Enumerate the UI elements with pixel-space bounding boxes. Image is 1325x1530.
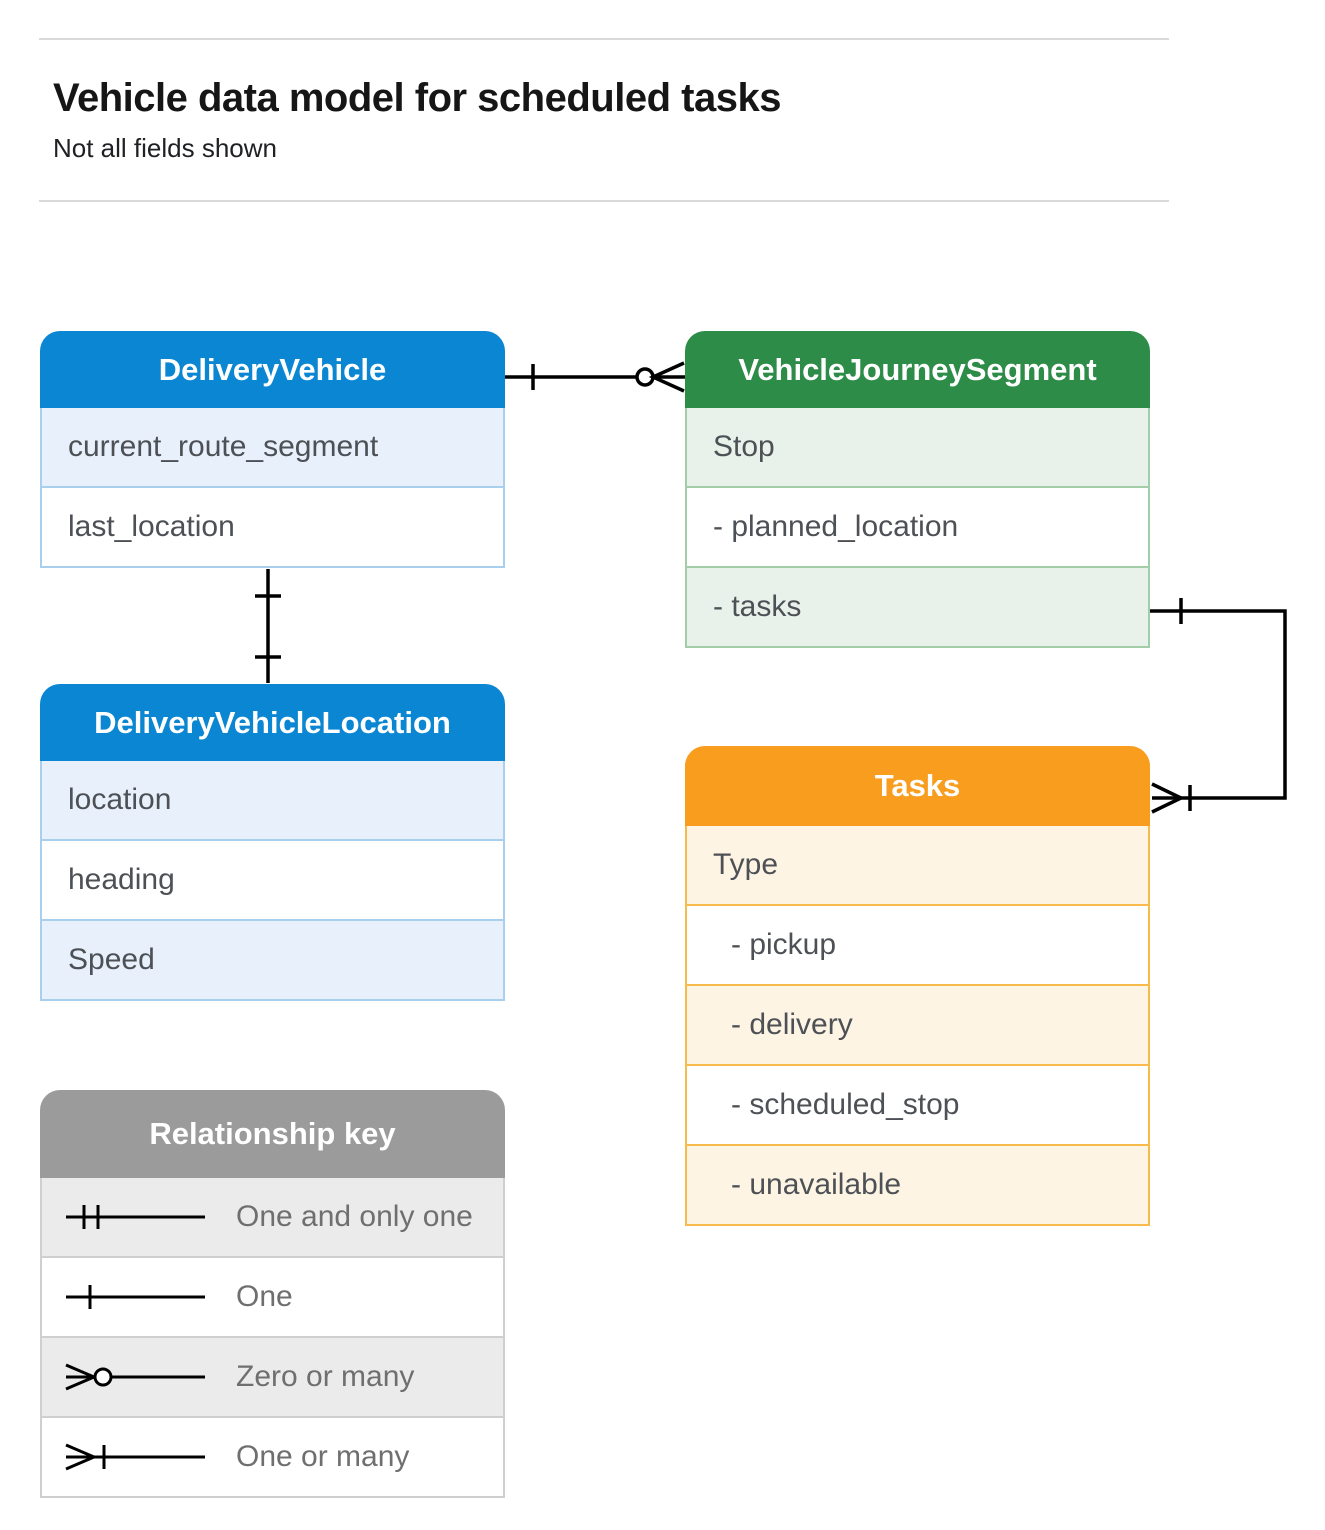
key-row-zero-or-many: Zero or many xyxy=(42,1336,503,1416)
field-heading: heading xyxy=(42,839,503,919)
field-current-route-segment: current_route_segment xyxy=(42,408,503,486)
field-speed: Speed xyxy=(42,919,503,999)
page-title: Vehicle data model for scheduled tasks xyxy=(53,76,781,120)
entity-delivery-vehicle-location: DeliveryVehicleLocation location heading… xyxy=(40,684,505,1001)
field-delivery: - delivery xyxy=(687,984,1148,1064)
key-label: One or many xyxy=(236,1440,410,1473)
entity-tasks-title: Tasks xyxy=(685,746,1150,826)
key-label: One xyxy=(236,1280,293,1313)
connector-vehiclejourneysegment-tasks xyxy=(1150,598,1287,814)
key-row-one-and-only-one: One and only one xyxy=(42,1178,503,1256)
connector-deliveryvehicle-vehiclejourneysegment xyxy=(505,361,685,393)
field-tasks: - tasks xyxy=(687,566,1148,646)
field-location: location xyxy=(42,761,503,839)
one-symbol-icon xyxy=(66,1285,205,1309)
entity-delivery-vehicle: DeliveryVehicle current_route_segment la… xyxy=(40,331,505,568)
page-subtitle: Not all fields shown xyxy=(53,133,277,163)
relationship-key: Relationship key One and only one One xyxy=(40,1090,505,1498)
entity-vehicle-journey-segment-title: VehicleJourneySegment xyxy=(685,331,1150,408)
one-or-many-symbol-icon xyxy=(65,1443,205,1471)
header-divider-line xyxy=(39,200,1169,202)
entity-vehicle-journey-segment: VehicleJourneySegment Stop - planned_loc… xyxy=(685,331,1150,648)
top-divider-line xyxy=(39,38,1169,40)
entity-delivery-vehicle-location-fields: location heading Speed xyxy=(40,761,505,1001)
relationship-key-rows: One and only one One Zero or many On xyxy=(40,1178,505,1498)
key-row-one-or-many: One or many xyxy=(42,1416,503,1496)
field-stop: Stop xyxy=(687,408,1148,486)
one-and-only-one-symbol-icon xyxy=(66,1205,205,1229)
entity-tasks: Tasks Type - pickup - delivery - schedul… xyxy=(685,746,1150,1226)
field-type: Type xyxy=(687,826,1148,904)
entity-vehicle-journey-segment-fields: Stop - planned_location - tasks xyxy=(685,408,1150,648)
key-row-one: One xyxy=(42,1256,503,1336)
field-scheduled-stop: - scheduled_stop xyxy=(687,1064,1148,1144)
key-label: One and only one xyxy=(236,1200,473,1233)
field-pickup: - pickup xyxy=(687,904,1148,984)
entity-delivery-vehicle-title: DeliveryVehicle xyxy=(40,331,505,408)
entity-delivery-vehicle-fields: current_route_segment last_location xyxy=(40,408,505,568)
key-label: Zero or many xyxy=(236,1360,415,1393)
entity-delivery-vehicle-location-title: DeliveryVehicleLocation xyxy=(40,684,505,761)
field-unavailable: - unavailable xyxy=(687,1144,1148,1224)
connector-deliveryvehicle-deliveryvehiclelocation xyxy=(255,569,281,683)
zero-or-many-symbol-icon xyxy=(65,1363,205,1391)
relationship-key-title: Relationship key xyxy=(40,1090,505,1178)
entity-tasks-fields: Type - pickup - delivery - scheduled_sto… xyxy=(685,826,1150,1226)
field-last-location: last_location xyxy=(42,486,503,566)
field-planned-location: - planned_location xyxy=(687,486,1148,566)
